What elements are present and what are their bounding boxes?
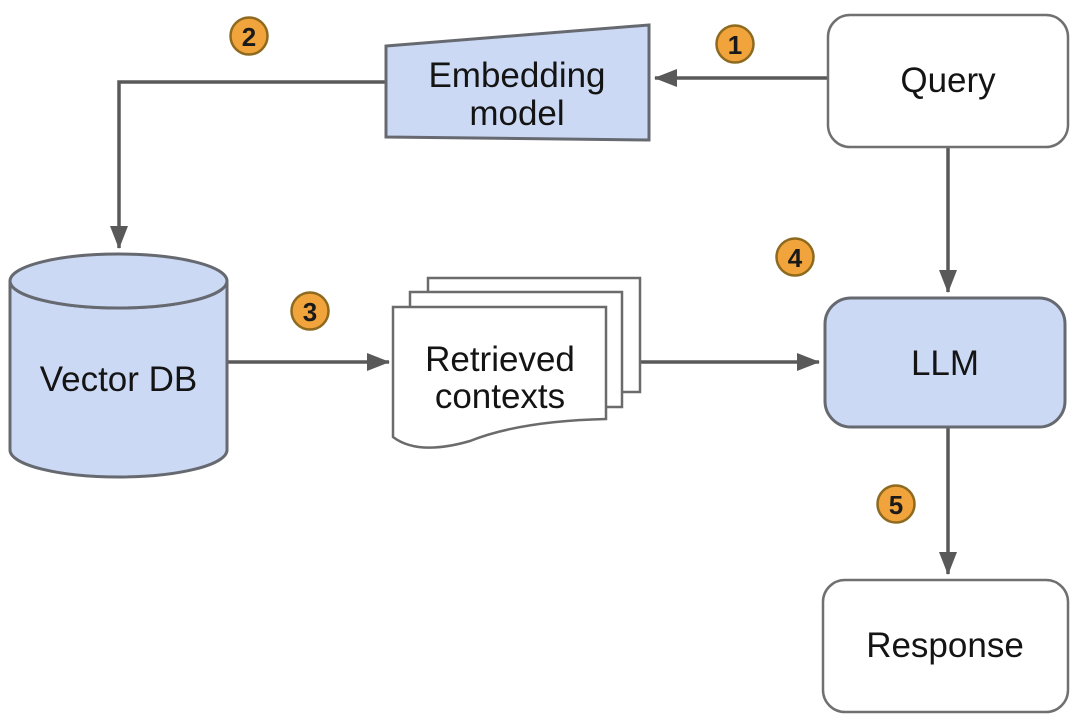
step-1-circle (715, 24, 755, 64)
llm-label: LLM (911, 344, 979, 383)
node-retrieved-contexts: Retrieved contexts (391, 276, 642, 449)
response-label: Response (866, 626, 1024, 665)
document-sheet-front (391, 305, 608, 449)
llm-box (823, 296, 1067, 429)
step-5-circle (876, 484, 916, 524)
step-4-number: 4 (788, 243, 803, 273)
node-query: Query (826, 13, 1070, 149)
step-2-number: 2 (242, 22, 256, 52)
node-vector-db: Vector DB (8, 252, 229, 479)
step-3-circle (290, 291, 330, 331)
arrow-embedding-to-vectordb (110, 80, 386, 249)
response-box (821, 578, 1070, 714)
vector-db-label: Vector DB (40, 360, 198, 399)
step-badge-4: 4 (775, 237, 815, 277)
embedding-model-shape (384, 23, 651, 142)
retrieved-contexts-label-line1: Retrieved (425, 340, 575, 379)
step-badge-3: 3 (290, 291, 330, 331)
node-embedding-model: Embedding model (384, 23, 651, 142)
vector-db-cylinder-top (8, 252, 229, 310)
node-response: Response (821, 578, 1070, 714)
step-badge-5: 5 (876, 484, 916, 524)
embedding-model-label-line1: Embedding (428, 56, 605, 95)
step-1-number: 1 (728, 30, 742, 60)
retrieved-contexts-label-line2: contexts (435, 377, 565, 416)
step-badge-1: 1 (715, 24, 755, 64)
node-llm: LLM (823, 296, 1067, 429)
query-label: Query (900, 61, 996, 100)
step-3-number: 3 (303, 297, 317, 327)
step-4-circle (775, 237, 815, 277)
step-2-circle (229, 16, 269, 56)
step-5-number: 5 (889, 490, 903, 520)
step-badge-2: 2 (229, 16, 269, 56)
query-box (826, 13, 1070, 149)
embedding-model-label-line2: model (469, 94, 564, 133)
